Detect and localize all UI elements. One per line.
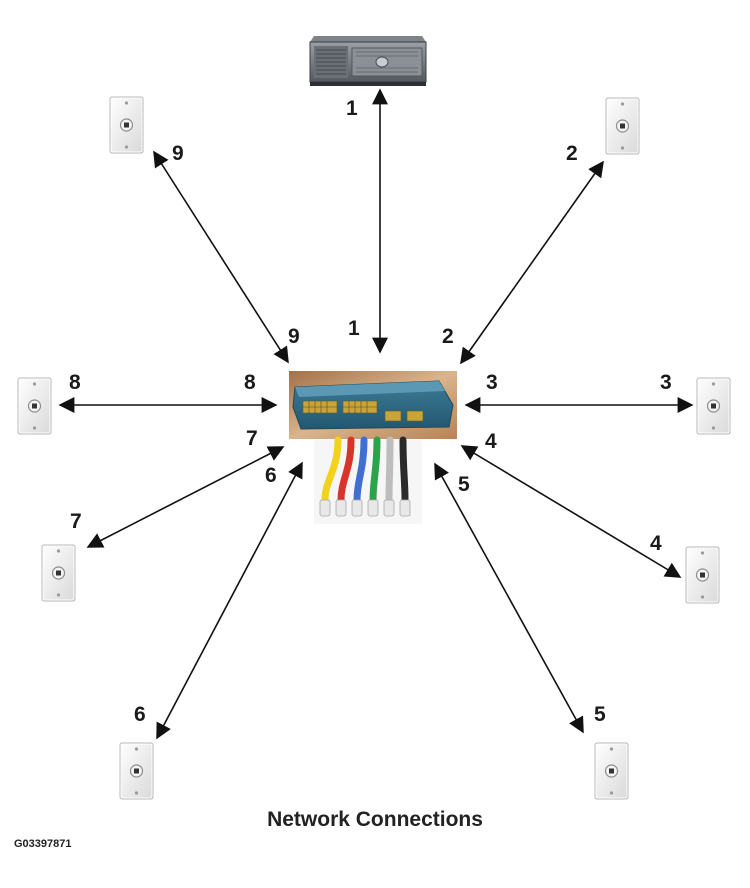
label-2-near: 2 (442, 325, 454, 348)
label-8-far: 8 (69, 371, 81, 394)
arrow-4 (460, 445, 682, 578)
figure-id: G03397871 (14, 838, 72, 850)
label-5-near: 5 (458, 473, 470, 496)
rj45-plug (335, 499, 347, 517)
label-4-near: 4 (485, 430, 497, 453)
arrow-6 (156, 461, 303, 740)
rj45-plug (383, 499, 395, 517)
wall-jack-icon (685, 546, 720, 604)
rj45-plug (319, 499, 331, 517)
label-5-far: 5 (594, 703, 606, 726)
wall-jack-icon (119, 742, 154, 800)
ethernet-cable (399, 436, 409, 504)
label-2-far: 2 (566, 142, 578, 165)
ethernet-cable (385, 436, 394, 504)
ethernet-cable (337, 436, 355, 504)
rj45-plug (399, 499, 411, 517)
diagram-caption: Network Connections (267, 808, 483, 831)
label-8-near: 8 (244, 371, 256, 394)
wall-jack-icon (41, 544, 76, 602)
wall-jack-icon (605, 97, 640, 155)
rj45-plug (367, 499, 379, 517)
label-1-near: 1 (348, 317, 360, 340)
wall-jack-icon (696, 377, 731, 435)
label-9-far: 9 (172, 142, 184, 165)
rj45-plug (351, 499, 363, 517)
arrow-9 (153, 150, 289, 364)
ethernet-cable (369, 436, 381, 504)
label-6-near: 6 (265, 464, 277, 487)
connection-labels: 1 1 2 2 3 3 4 4 5 5 6 6 7 7 8 8 9 9 (69, 97, 672, 726)
label-6-far: 6 (134, 703, 146, 726)
arrow-2 (460, 160, 604, 365)
wall-jack-icon (109, 96, 144, 154)
arrow-5 (434, 462, 584, 734)
label-9-near: 9 (288, 325, 300, 348)
label-4-far: 4 (650, 532, 662, 555)
label-3-near: 3 (486, 371, 498, 394)
network-switch-icon (289, 371, 457, 439)
ethernet-cable (321, 436, 342, 504)
label-7-far: 7 (70, 510, 82, 533)
arrow-7 (86, 446, 285, 548)
wall-jacks (17, 96, 731, 800)
connection-arrows (58, 88, 694, 740)
label-7-near: 7 (246, 427, 258, 450)
label-3-far: 3 (660, 371, 672, 394)
wall-jack-icon (17, 377, 52, 435)
ethernet-cables-icon (314, 436, 422, 524)
wall-jack-icon (594, 742, 629, 800)
ethernet-cable (353, 436, 368, 504)
label-1-far: 1 (346, 97, 358, 120)
server-icon (309, 36, 427, 86)
